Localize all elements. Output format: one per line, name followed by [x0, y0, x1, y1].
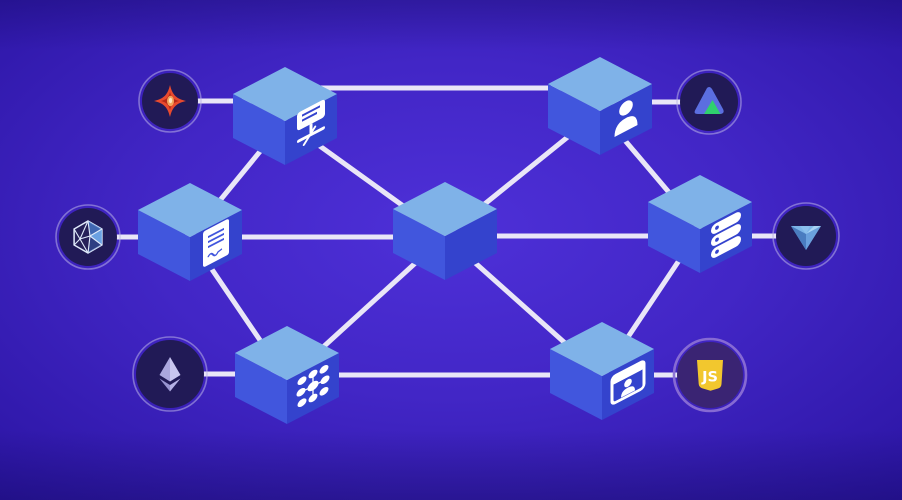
badge-ring [138, 69, 202, 133]
badge-js: JS [672, 337, 748, 413]
document-icon [203, 219, 229, 267]
badge-red-star [138, 69, 202, 133]
cube-face-right [445, 209, 497, 280]
cube-face-top [393, 182, 497, 236]
red-star-icon [154, 85, 186, 117]
cube-nodes-layer [138, 57, 752, 424]
ethereum-icon [159, 357, 181, 392]
cube-bottom-left [235, 326, 339, 424]
cube-bottom-right [550, 322, 654, 420]
cube-face-left [138, 210, 190, 281]
cube-face-top [138, 183, 242, 237]
cube-face-left [393, 209, 445, 280]
cube-face-top [548, 57, 652, 111]
id-card-icon [610, 360, 646, 405]
server-network-icon [297, 99, 325, 146]
cube-face-left [233, 94, 285, 165]
badge-ring [772, 202, 840, 270]
triangle-logo-icon [694, 86, 724, 114]
dots-network-icon [296, 364, 330, 408]
badge-ring [55, 204, 121, 270]
lowpoly-triangle-icon [791, 226, 821, 250]
cube-top-right [548, 57, 652, 155]
cube-face-top [550, 322, 654, 376]
badge-ethereum [132, 336, 208, 412]
cube-face-left [648, 202, 700, 273]
cube-top-left [233, 67, 337, 165]
badges-layer: JS [55, 69, 840, 413]
badge-ring [132, 336, 208, 412]
badge-ring [672, 337, 748, 413]
database-stack-icon [711, 212, 741, 258]
badge-polytriangle [772, 202, 840, 270]
cube-face-left [548, 84, 600, 155]
badge-ring [676, 69, 742, 135]
cube-face-top [235, 326, 339, 380]
badge-geodesic [55, 204, 121, 270]
cube-face-top [648, 175, 752, 229]
cube-left [138, 183, 242, 281]
cube-face-left [235, 353, 287, 424]
cube-right [648, 175, 752, 273]
geodesic-sphere-icon [73, 220, 103, 254]
user-icon [614, 100, 638, 137]
cube-face-left [550, 349, 602, 420]
javascript-icon: JS [697, 360, 723, 391]
badge-triangle [676, 69, 742, 135]
cube-center [393, 182, 497, 280]
js-label: JS [701, 370, 718, 386]
